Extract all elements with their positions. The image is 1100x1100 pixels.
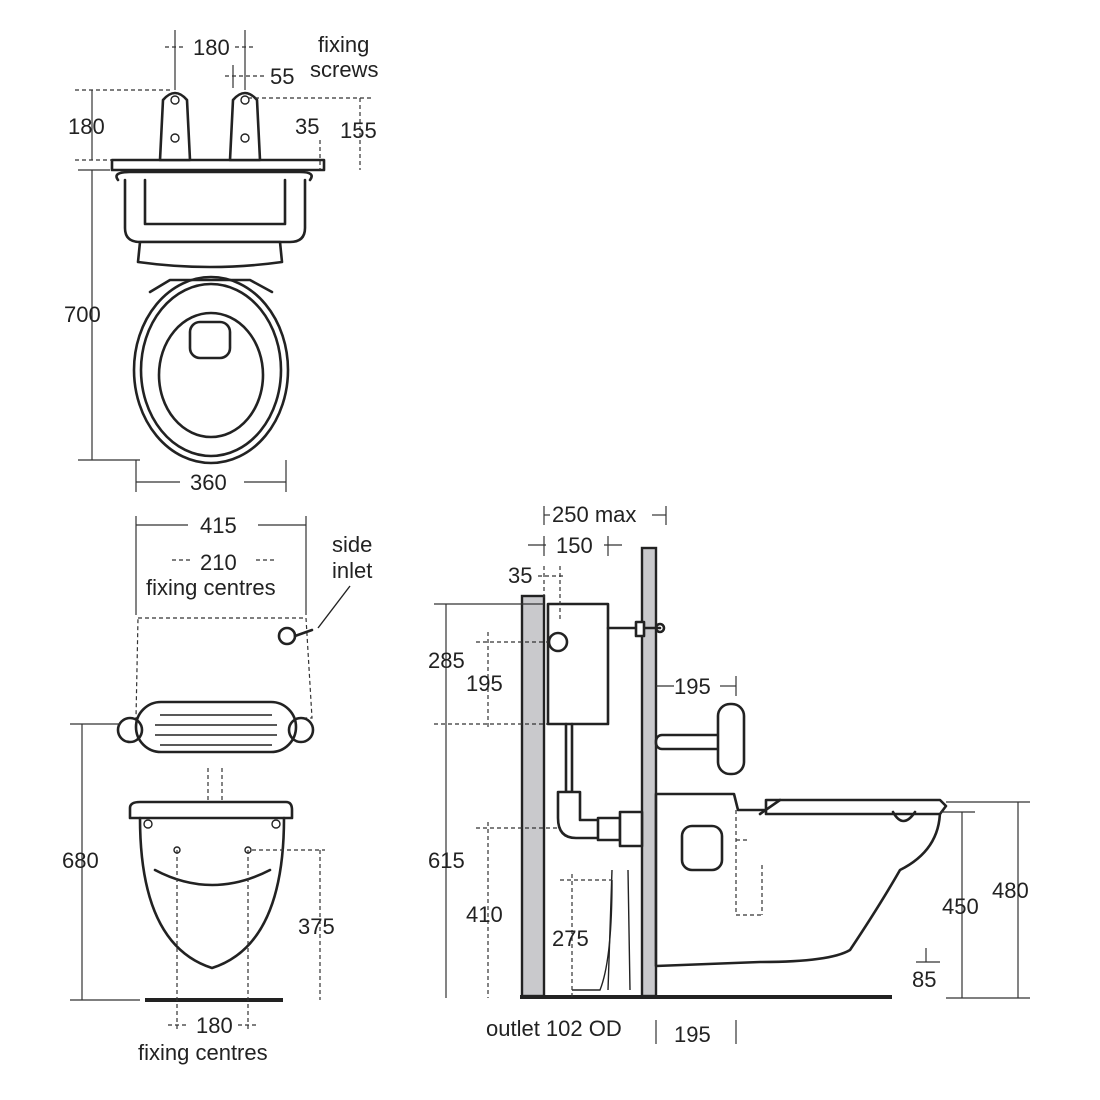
grab-rail-side	[654, 733, 726, 751]
right-screw-lower	[240, 133, 250, 143]
side-view-section: 250 max 150 35 285 195 195 615 410 275 o…	[428, 502, 1030, 1047]
dim-pipe-height: 410	[466, 902, 503, 927]
flush-plate	[634, 620, 646, 638]
pan-side	[654, 792, 942, 968]
front-wall	[640, 546, 658, 998]
label-screws: screws	[310, 57, 378, 82]
dim-cistern-fixing: 210	[200, 550, 237, 575]
right-screw	[240, 95, 250, 105]
dim-outlet-distance: 195	[674, 1022, 711, 1047]
seat-side	[764, 798, 948, 816]
back-wall	[520, 594, 546, 998]
right-bracket	[228, 91, 262, 162]
label-side: side	[332, 532, 372, 557]
pan-inlet	[680, 824, 724, 872]
label-outlet: outlet 102 OD	[486, 1016, 622, 1041]
dim-cistern-width: 415	[200, 513, 237, 538]
front-view-elevation: 415 210 fixing centres side inlet 680 37…	[62, 513, 372, 1065]
flush-button	[654, 622, 666, 634]
left-screw-lower	[170, 133, 180, 143]
dim-wall-depth: 150	[556, 533, 593, 558]
dim-seat-height: 450	[942, 894, 979, 919]
top-view-plan: 180 fixing screws 55 180 35 155 700 360	[64, 30, 378, 495]
grab-rail-left-end	[116, 716, 144, 744]
bowl-outline	[132, 275, 290, 465]
pipe-sleeve	[618, 810, 644, 848]
dim-wall-offset: 35	[508, 563, 532, 588]
dim-fixing-height: 375	[298, 914, 335, 939]
cistern-dashed	[135, 617, 313, 719]
dim-inlet-height: 195	[466, 671, 503, 696]
cistern-top	[136, 240, 284, 269]
seat-inner	[157, 311, 265, 439]
dim-overall-length: 700	[64, 302, 101, 327]
dim-rim-gap: 85	[912, 967, 936, 992]
flush-bend	[556, 790, 602, 840]
pan-rim	[153, 868, 272, 887]
label-fixing-centres: fixing centres	[146, 575, 276, 600]
dim-cistern-height: 285	[428, 648, 465, 673]
pan-front	[138, 816, 286, 970]
seat-hinge-side	[758, 798, 782, 816]
outlet-curve	[572, 879, 613, 991]
label-fixing: fixing	[318, 32, 369, 57]
wall-plate	[110, 158, 326, 172]
seat-front	[128, 800, 294, 820]
dim-bottom-fixing: 180	[196, 1013, 233, 1038]
grab-rail-inner	[143, 178, 287, 226]
grab-rail-top	[115, 170, 313, 182]
dim-outlet-height: 275	[552, 926, 589, 951]
pipe-joint	[596, 816, 622, 842]
hinge-bolt	[143, 819, 153, 829]
side-inlet-pipe	[293, 628, 314, 638]
seat-outer	[139, 282, 283, 458]
hinge-bolt	[271, 819, 281, 829]
dim-grab-rail: 195	[674, 674, 711, 699]
side-inlet-valve	[277, 626, 297, 646]
grab-rail-right-end	[287, 716, 315, 744]
grab-rail-loop	[123, 178, 307, 244]
side-inlet-leader	[317, 585, 351, 629]
dim-screw-offset: 55	[270, 64, 294, 89]
cistern-side	[546, 602, 610, 726]
dim-overall-height-side: 480	[992, 878, 1029, 903]
label-bottom-fixing: fixing centres	[138, 1040, 268, 1065]
dim-bowl-width: 360	[190, 470, 227, 495]
flush-pipe	[564, 722, 574, 794]
label-inlet: inlet	[332, 558, 372, 583]
dim-fixing-centres: 180	[193, 35, 230, 60]
drain-opening	[188, 320, 232, 360]
seat-hinge	[148, 278, 274, 294]
dim-bracket-height: 155	[340, 118, 377, 143]
cistern-inlet	[547, 631, 569, 653]
left-bracket	[158, 91, 192, 162]
grab-rail-pad	[716, 702, 746, 776]
dim-overall-height: 680	[62, 848, 99, 873]
dim-bracket-offset: 35	[295, 114, 319, 139]
dim-flush-height: 615	[428, 848, 465, 873]
left-screw	[170, 95, 180, 105]
seat-buffer	[891, 810, 917, 823]
dim-wall-max: 250 max	[552, 502, 636, 527]
dim-bracket-depth: 180	[68, 114, 105, 139]
